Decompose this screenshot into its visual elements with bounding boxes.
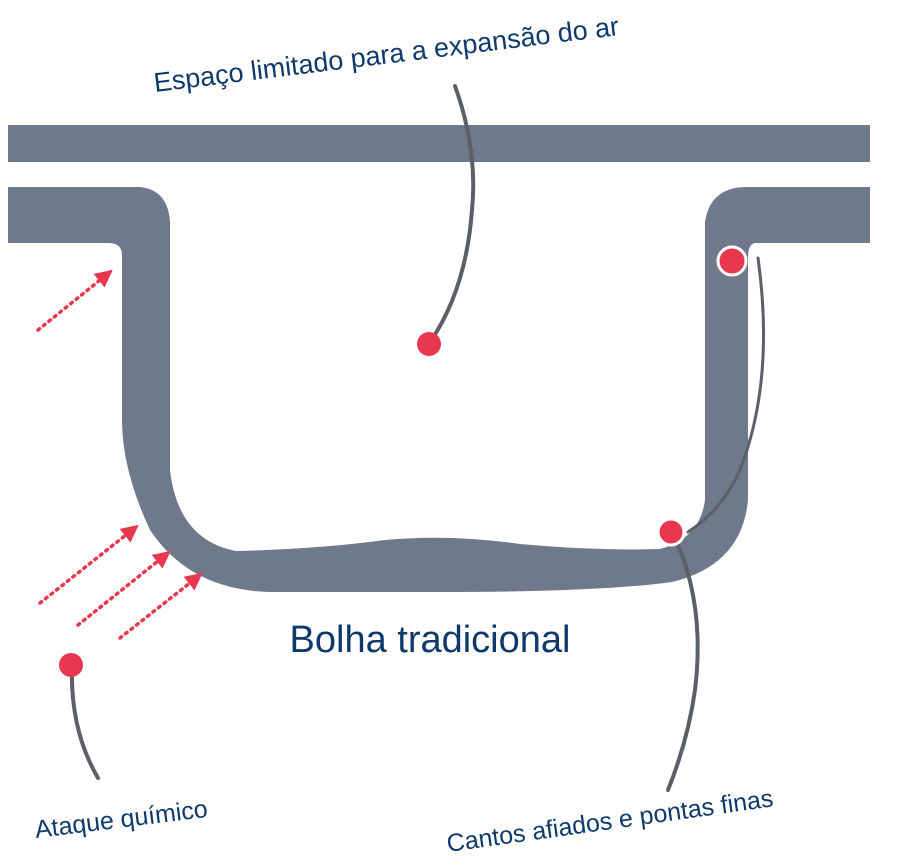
sharp-corners-label: Cantos afiados e pontas finas (445, 784, 775, 858)
corner-bottom-marker (656, 517, 686, 547)
chemical-attack-leader (69, 664, 100, 780)
air-space-leader (428, 84, 476, 344)
corner-leader (686, 256, 766, 534)
diagram-title: Bolha tradicional (290, 619, 571, 661)
attack-arrow-4 (118, 572, 203, 640)
attack-arrow-3 (76, 550, 171, 627)
blister-cavity (8, 187, 870, 592)
chemical-attack-arrows (36, 269, 203, 640)
chemical-attack-label: Ataque químico (33, 795, 209, 844)
air-space-label: Espaço limitado para a expansão do ar (152, 11, 620, 98)
attack-arrow-2 (38, 524, 139, 605)
attack-arrow-1 (36, 269, 113, 332)
sharp-corners-leader (666, 530, 700, 792)
lidding-film (8, 125, 870, 162)
corner-top-marker (716, 245, 748, 277)
air-space-marker (417, 332, 441, 356)
chemical-attack-marker (59, 653, 83, 677)
